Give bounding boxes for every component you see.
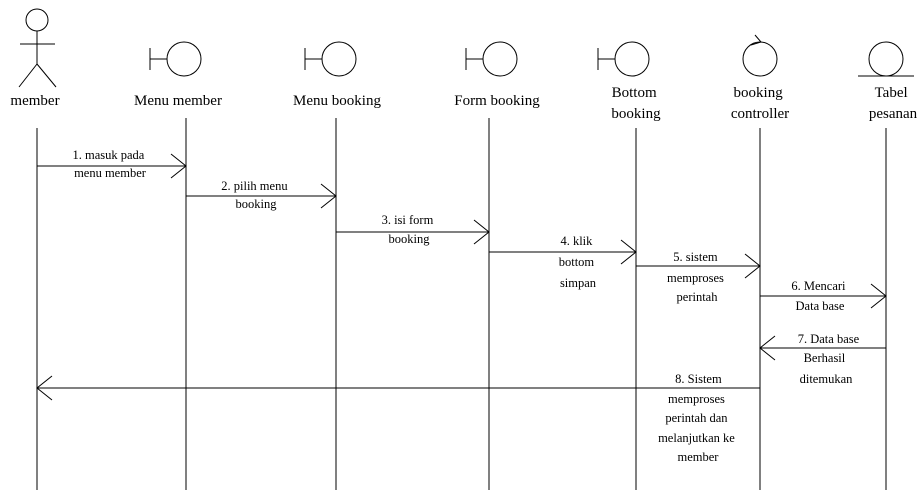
message-1: 1. masuk pada menu member	[37, 148, 187, 180]
message-1-label: 1. masuk pada menu member	[73, 148, 148, 180]
message-8: 8. Sistem memproses perintah dan melanju…	[36, 372, 760, 464]
boundary-icon	[304, 41, 357, 77]
message-6-label: 6. Mencari Data base	[791, 279, 848, 313]
message-2: 2. pilih menu booking	[186, 179, 337, 211]
participant-label-booking-controller: booking controller	[731, 85, 789, 122]
boundary-icon	[149, 41, 202, 77]
boundary-icon	[465, 41, 518, 77]
participant-label-menu-booking: Menu booking	[293, 93, 381, 109]
participant-label-form-booking: Form booking	[454, 93, 540, 109]
message-4: 4. klik bottom simpan	[489, 234, 637, 290]
message-7: 7. Data base Berhasil ditemukan	[759, 332, 886, 386]
participant-label-menu-member: Menu member	[134, 93, 222, 109]
message-8-label: 8. Sistem memproses perintah dan melanju…	[658, 372, 738, 464]
message-5-label: 5. sistem memproses perintah	[667, 250, 727, 304]
message-6: 6. Mencari Data base	[760, 279, 887, 313]
participant-label-member: member	[10, 93, 59, 109]
message-2-label: 2. pilih menu booking	[221, 179, 290, 211]
message-4-label: 4. klik bottom simpan	[559, 234, 598, 290]
entity-icon	[858, 41, 914, 77]
message-5: 5. sistem memproses perintah	[636, 250, 761, 304]
boundary-icon	[597, 41, 650, 77]
message-3: 3. isi form booking	[336, 213, 490, 246]
actor-icon	[18, 8, 57, 88]
message-3-label: 3. isi form booking	[382, 213, 437, 246]
participant-label-tabel-pesanan: Tabel pesanan	[869, 85, 918, 122]
participant-label-bottom-booking: Bottom booking	[611, 85, 661, 122]
control-icon	[742, 34, 778, 77]
message-7-label: 7. Data base Berhasil ditemukan	[798, 332, 863, 386]
